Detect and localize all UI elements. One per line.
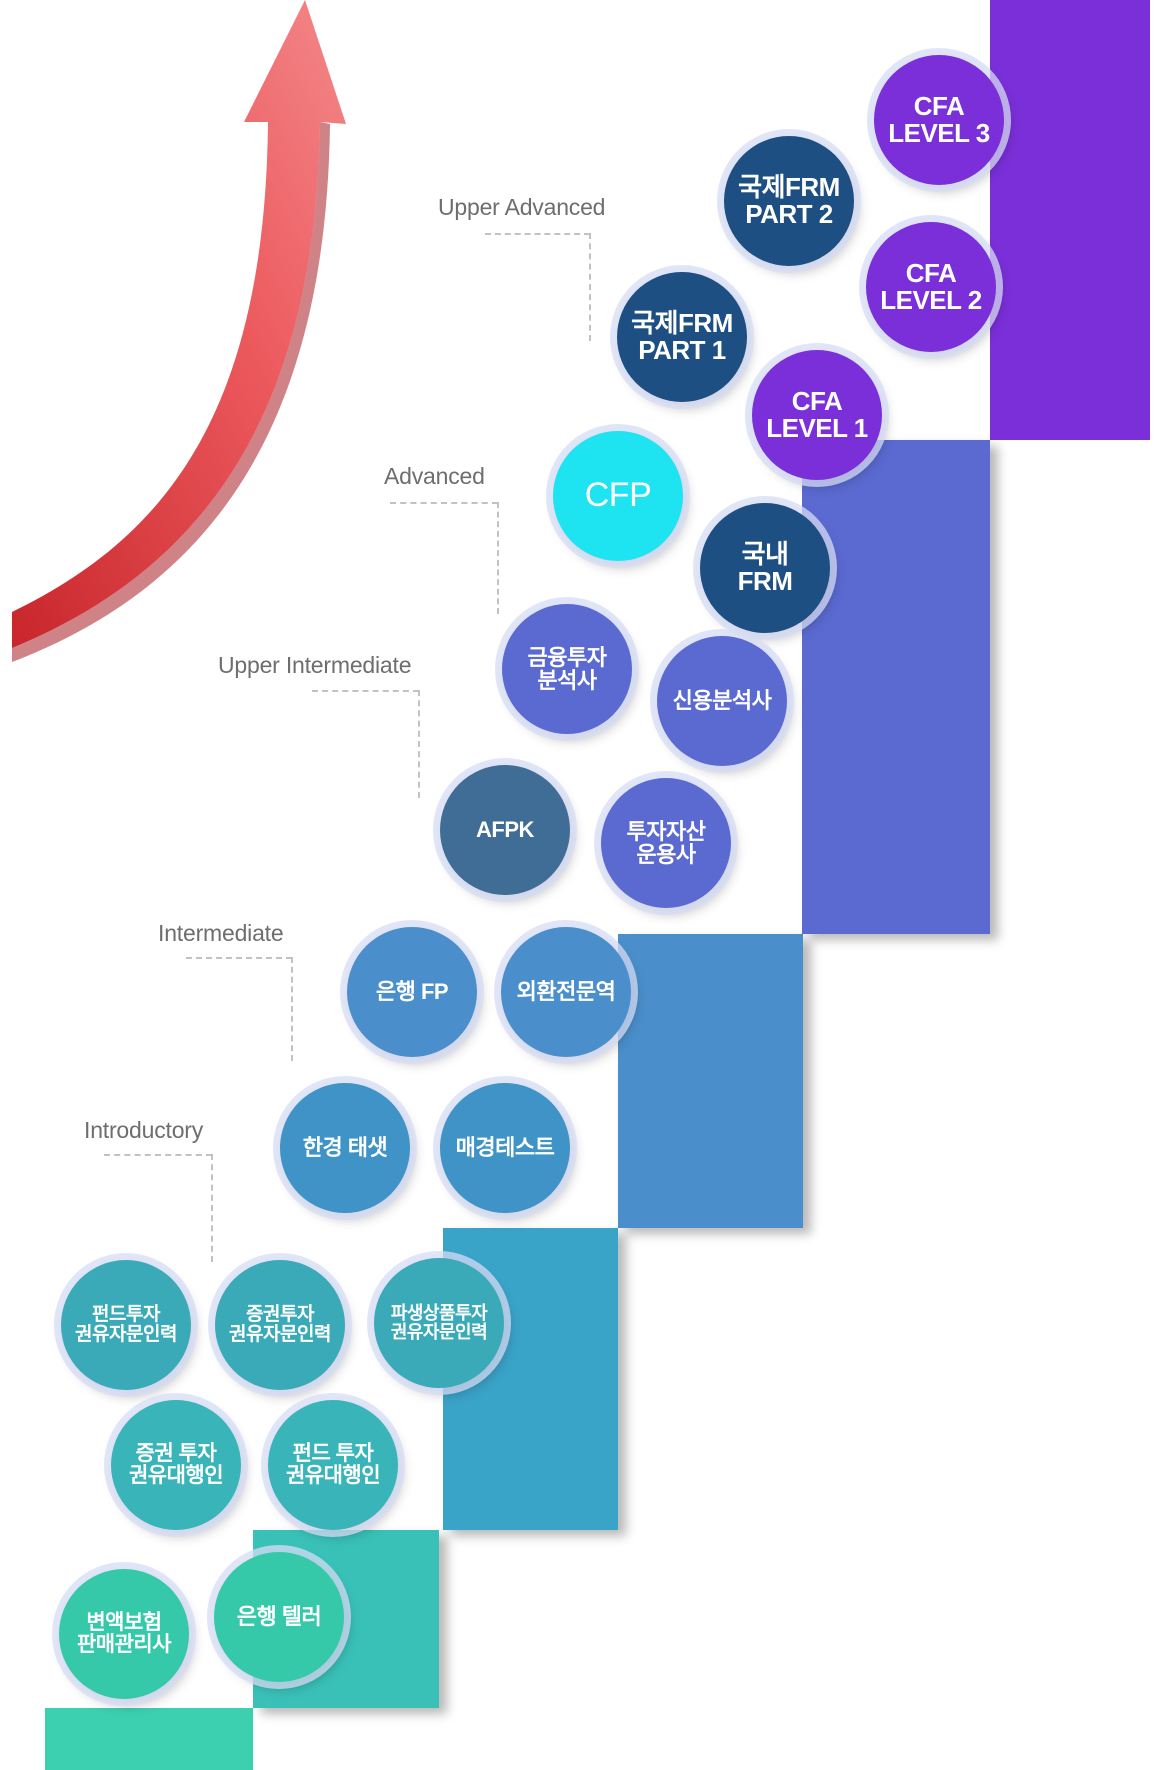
cert-investment-asset-manager[interactable]: 투자자산 운용사 xyxy=(601,778,731,908)
level-label-introductory: Introductory xyxy=(84,1117,204,1143)
cert-label: 한경 태샛 xyxy=(302,1135,388,1161)
cert-label: 파생상품투자 권유자문인력 xyxy=(390,1303,488,1342)
step-base xyxy=(45,1708,253,1770)
cert-label: CFP xyxy=(584,476,652,515)
cert-bank-fp[interactable]: 은행 FP xyxy=(347,927,477,1057)
leader-line xyxy=(186,957,292,959)
cert-label: 증권투자 권유자문인력 xyxy=(229,1304,331,1345)
cert-domestic-frm[interactable]: 국내 FRM xyxy=(700,503,830,633)
cert-cfa-level-3[interactable]: CFA LEVEL 3 xyxy=(874,55,1004,185)
cert-label: 변액보험 판매관리사 xyxy=(76,1610,172,1656)
cert-label: 국내 FRM xyxy=(737,538,793,596)
level-label-upper-intermediate: Upper Intermediate xyxy=(218,652,412,678)
leader-line xyxy=(211,1154,213,1262)
cert-label: 펀드 투자 권유대행인 xyxy=(285,1441,381,1487)
cert-securities-investment-agent[interactable]: 증권 투자 권유대행인 xyxy=(111,1400,241,1530)
cert-fund-investment-advisor[interactable]: 펀드투자 권유자문인력 xyxy=(61,1260,191,1390)
cert-label: 신용분석사 xyxy=(672,688,772,714)
cert-derivatives-investment-advisor[interactable]: 파생상품투자 권유자문인력 xyxy=(374,1258,504,1388)
leader-line xyxy=(497,502,499,614)
cert-cfa-level-2[interactable]: CFA LEVEL 2 xyxy=(866,222,996,352)
cert-financial-investment-analyst[interactable]: 금융투자 분석사 xyxy=(502,604,632,734)
cert-label: 외환전문역 xyxy=(516,979,616,1005)
cert-cfp[interactable]: CFP xyxy=(553,431,683,561)
cert-frm-part-1[interactable]: 국제FRM PART 1 xyxy=(617,272,747,402)
cert-fund-investment-agent[interactable]: 펀드 투자 권유대행인 xyxy=(268,1400,398,1530)
cert-variable-insurance-sales-manager[interactable]: 변액보험 판매관리사 xyxy=(59,1569,189,1699)
cert-bank-teller[interactable]: 은행 텔러 xyxy=(214,1552,344,1682)
cert-label: CFA LEVEL 3 xyxy=(888,90,990,148)
cert-label: 증권 투자 권유대행인 xyxy=(128,1441,224,1487)
cert-maekyung-test[interactable]: 매경테스트 xyxy=(440,1083,570,1213)
cert-label: 은행 텔러 xyxy=(236,1604,322,1630)
growth-arrow-icon xyxy=(12,0,346,662)
cert-afpk[interactable]: AFPK xyxy=(440,765,570,895)
cert-label: AFPK xyxy=(476,817,534,843)
cert-label: CFA LEVEL 1 xyxy=(766,385,868,443)
cert-securities-investment-advisor[interactable]: 증권투자 권유자문인력 xyxy=(215,1260,345,1390)
cert-label: 금융투자 분석사 xyxy=(527,644,607,693)
cert-hankyung-tesat[interactable]: 한경 태샛 xyxy=(280,1083,410,1213)
leader-line xyxy=(312,690,419,692)
cert-label: 국제FRM PART 1 xyxy=(631,307,733,365)
step-5 xyxy=(990,0,1150,440)
step-3 xyxy=(618,934,803,1228)
leader-line xyxy=(589,233,591,341)
leader-line xyxy=(104,1154,212,1156)
level-label-intermediate: Intermediate xyxy=(158,920,284,946)
cert-fx-specialist[interactable]: 외환전문역 xyxy=(501,927,631,1057)
cert-label: 매경테스트 xyxy=(455,1135,555,1161)
level-label-upper-advanced: Upper Advanced xyxy=(438,194,606,220)
cert-label: 펀드투자 권유자문인력 xyxy=(75,1304,177,1345)
cert-cfa-level-1[interactable]: CFA LEVEL 1 xyxy=(752,350,882,480)
cert-credit-analyst[interactable]: 신용분석사 xyxy=(657,636,787,766)
leader-line xyxy=(485,233,590,235)
cert-label: 국제FRM PART 2 xyxy=(738,171,840,229)
level-label-advanced: Advanced xyxy=(384,463,485,489)
cert-label: CFA LEVEL 2 xyxy=(880,257,982,315)
cert-frm-part-2[interactable]: 국제FRM PART 2 xyxy=(724,136,854,266)
step-4 xyxy=(802,440,990,934)
cert-label: 은행 FP xyxy=(375,979,449,1005)
cert-label: 투자자산 운용사 xyxy=(626,818,706,867)
leader-line xyxy=(418,690,420,798)
leader-line xyxy=(291,957,293,1061)
leader-line xyxy=(390,502,498,504)
